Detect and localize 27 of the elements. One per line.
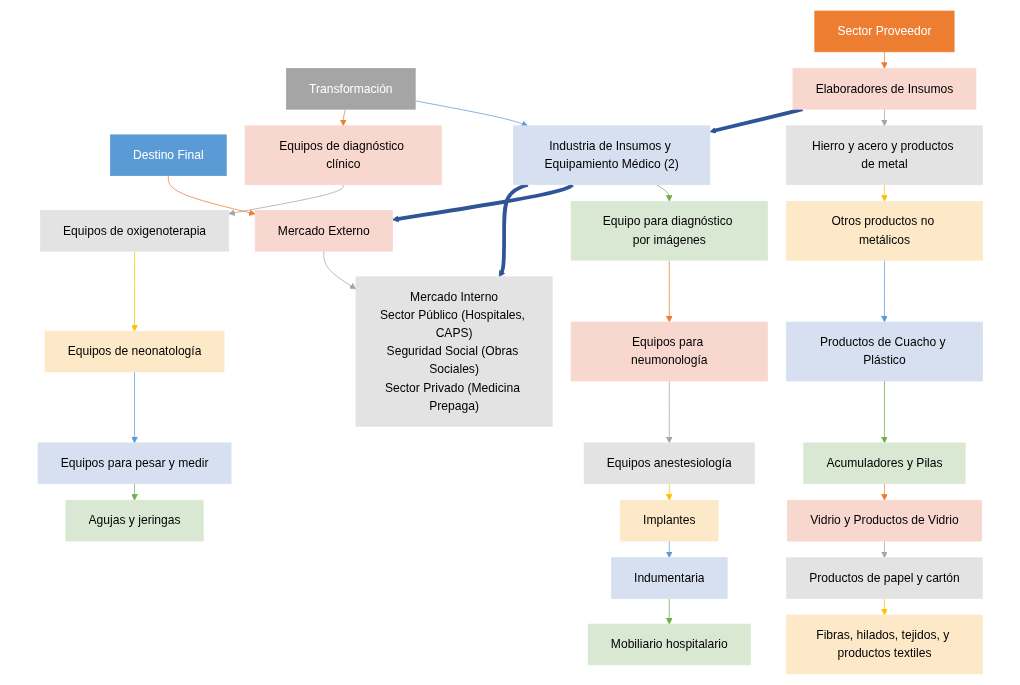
node-box: Productos de papel y cartón <box>785 557 983 599</box>
arrow <box>391 183 574 223</box>
node-box: Acumuladores y Pilas <box>803 442 966 485</box>
node-box: Sector Proveedor <box>814 10 955 53</box>
node-box: Mercado Externo <box>254 210 393 252</box>
arrow <box>709 107 803 134</box>
node-box: Industria de Insumos y Equipamiento Médico (2) <box>512 125 710 186</box>
node-box: Equipo para diagnóstico por imágenes <box>570 200 768 261</box>
node-box: Vidrio y Productos de Vidrio <box>786 499 982 542</box>
node-box: Equipos para pesar y medir <box>37 442 232 485</box>
node-box: Otros productos no metálicos <box>785 200 983 261</box>
node-box: Equipos para neumonología <box>570 321 768 382</box>
node-box: Fibras, hilados, tejidos, y productos textiles <box>785 614 983 675</box>
node-box: Equipos de diagnóstico clínico <box>244 125 442 186</box>
node-box: Productos de Cuacho y Plástico <box>785 321 983 382</box>
node-box: Transformación <box>285 68 416 110</box>
node-box: Implantes <box>619 499 719 542</box>
node-box: Equipos anestesiología <box>583 442 755 485</box>
node-box: Mobiliario hospitalario <box>587 623 751 666</box>
node-box: Hierro y acero y productos de metal <box>785 125 983 186</box>
node-box: Elaboradores de Insumos <box>792 68 976 110</box>
node-box: Equipos de neonatología <box>44 330 225 373</box>
node-box: Agujas y jeringas <box>65 499 204 542</box>
node-box: Equipos de oxigenoterapia <box>39 210 229 252</box>
node-box: Destino Final <box>109 134 227 176</box>
node-box: Indumentaria <box>610 557 728 599</box>
node-box: Mercado Interno Sector Público (Hospitales, CAPS) Seguridad Social (Obras Sociales) Sector Privado (Medicina Prepaga) <box>355 276 553 427</box>
